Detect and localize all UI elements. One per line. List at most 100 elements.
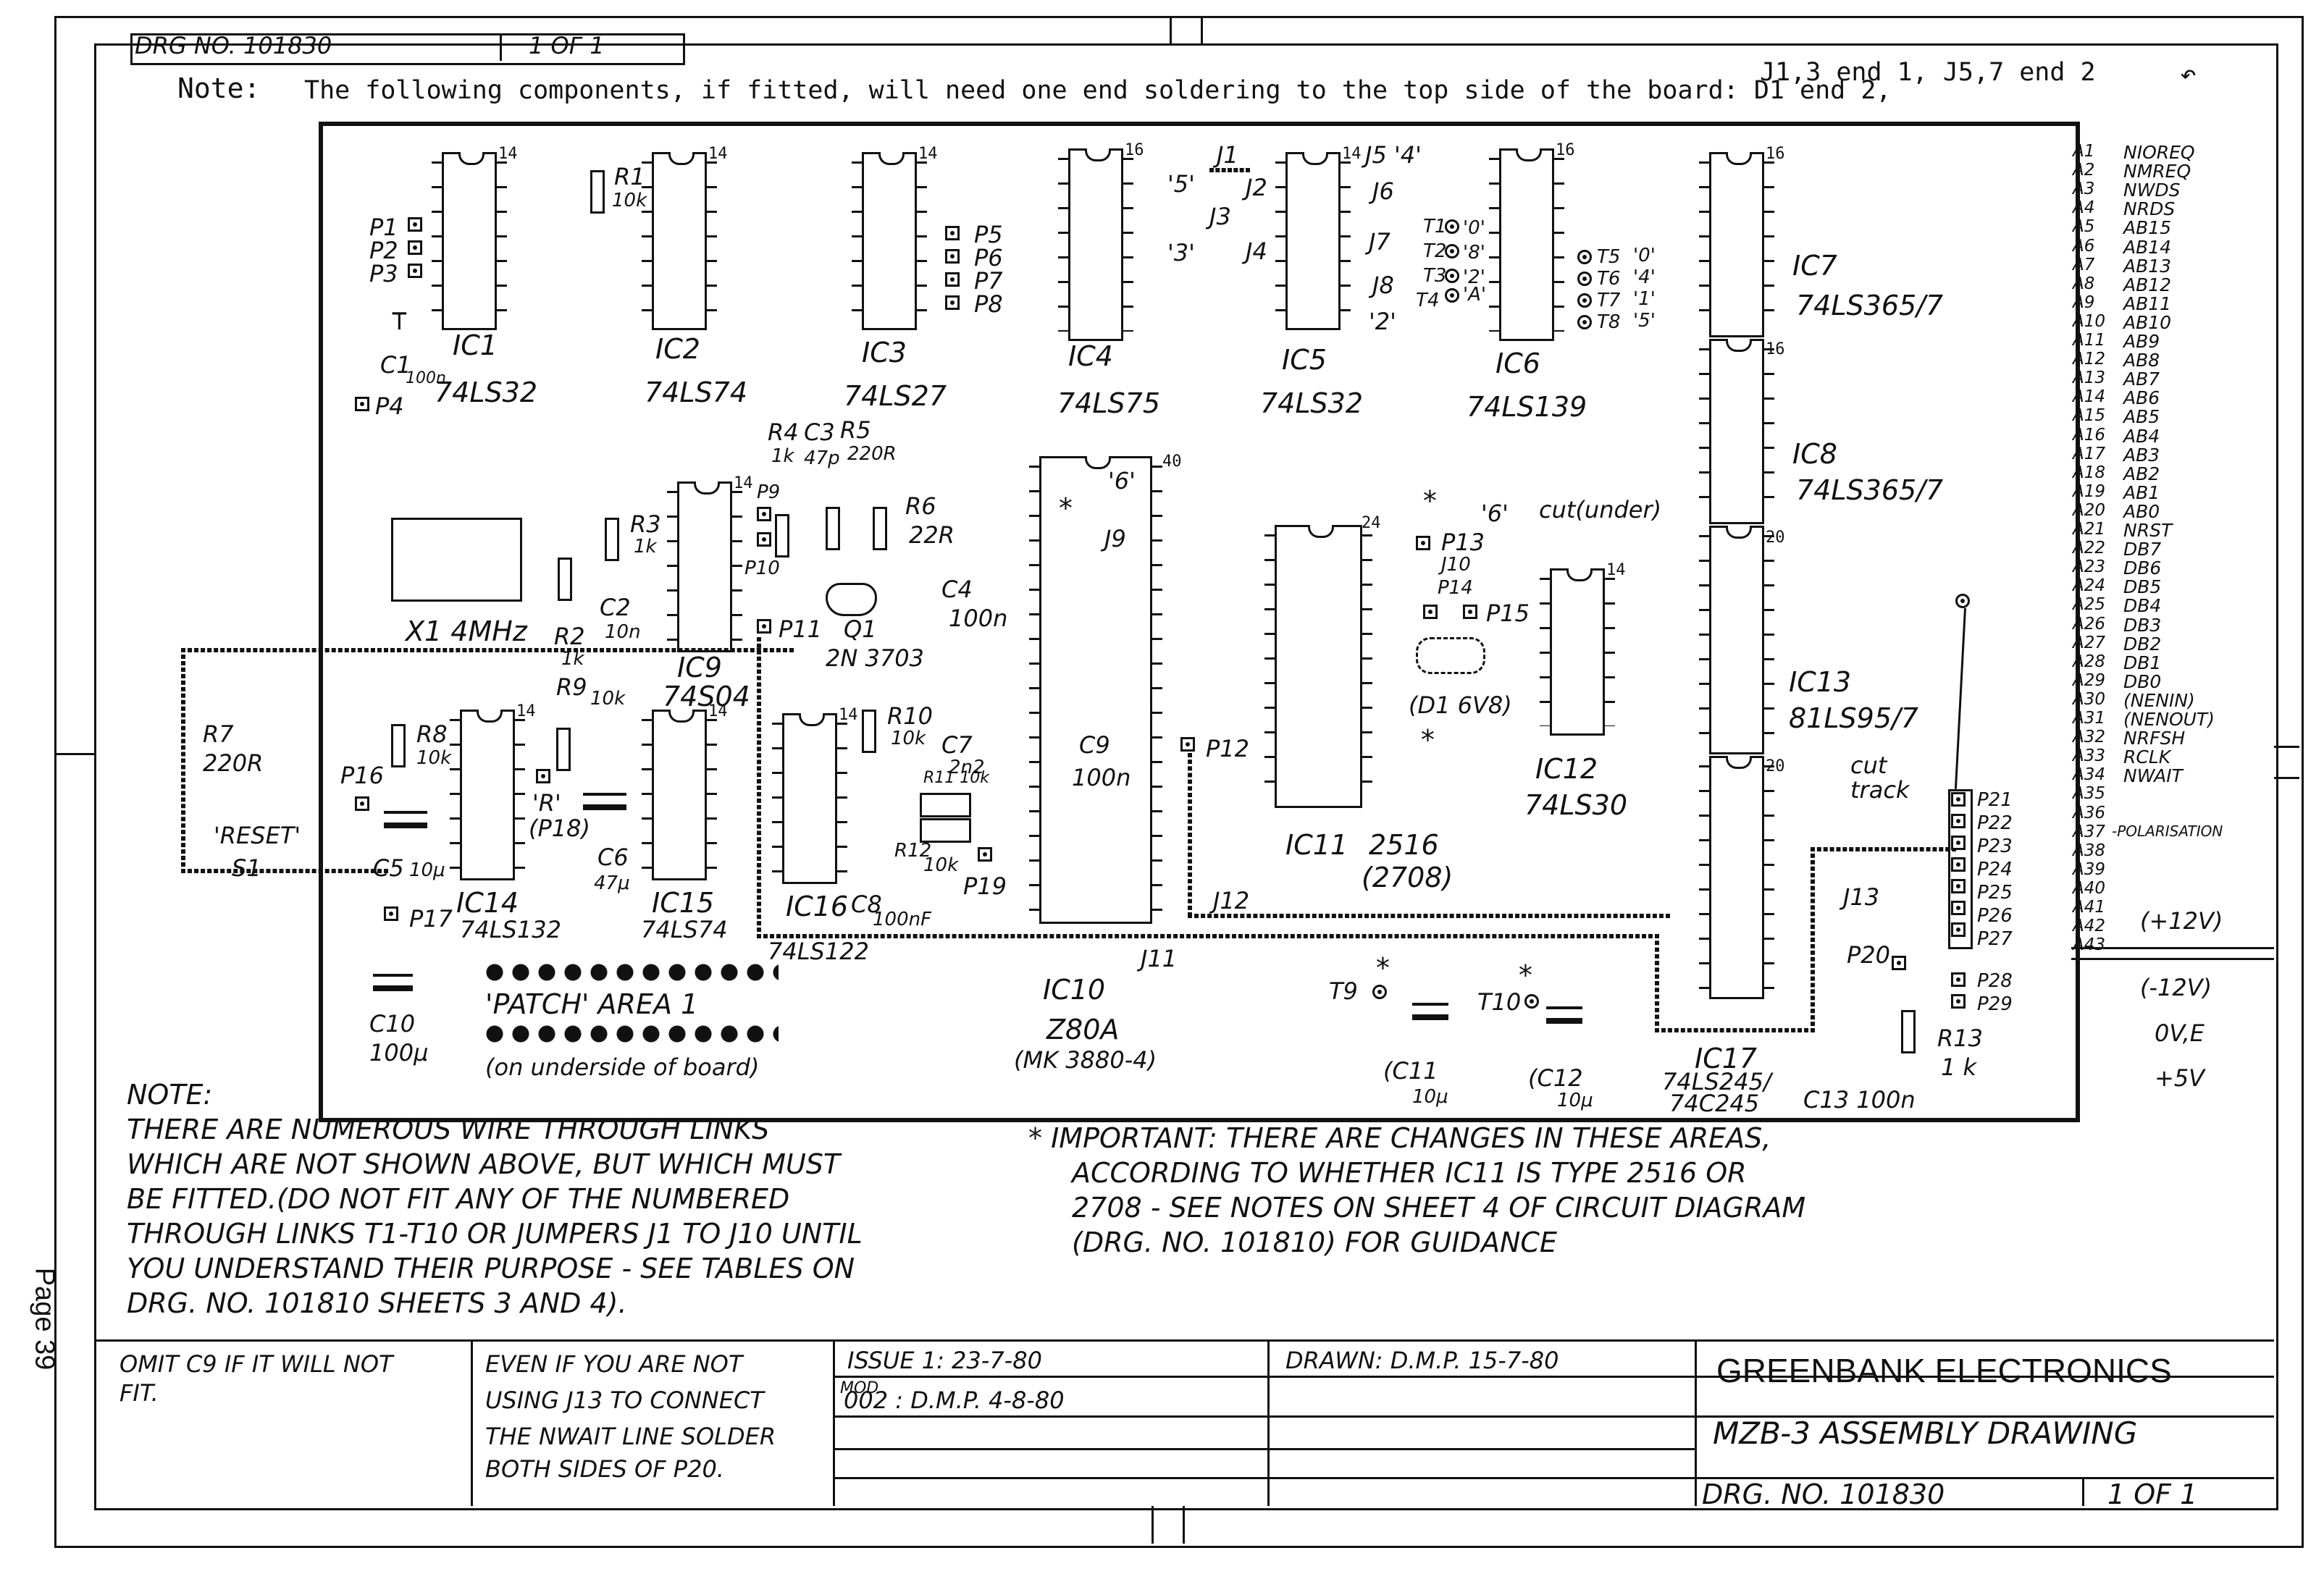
r9-value: 10k [590, 688, 626, 710]
tp-t8-val: '5' [1633, 310, 1656, 332]
q1-value: 2N 3703 [826, 644, 924, 672]
jumper-mark-6-ic10: '6' [1108, 467, 1136, 495]
top-note-prefix: Note: [177, 72, 261, 104]
ic5-pin-count: 14 [1342, 145, 1362, 163]
c7-value: 2n2 [949, 757, 985, 778]
pad-p5-label: P5 [974, 221, 1003, 248]
r2-resistor [558, 558, 572, 601]
edge-pin-id: A14 [2073, 387, 2106, 407]
edge-pin-signal: AB13 [2123, 255, 2172, 277]
r6-resistor [873, 507, 887, 550]
c13-label: C13 100n [1803, 1086, 1916, 1114]
r12-value: 10k [923, 854, 959, 876]
c6-capacitor [583, 793, 626, 810]
c11-value: 10μ [1412, 1086, 1448, 1108]
c10-value: 100μ [369, 1039, 429, 1066]
edge-pin-id: A32 [2073, 728, 2106, 747]
edge-pin-signal: DB7 [2123, 539, 2162, 560]
patch-area-row-1 [482, 959, 779, 985]
ic10-pin-count: 40 [1162, 453, 1182, 471]
c4-value: 100n [949, 605, 1008, 632]
edge-pin-id: A41 [2073, 898, 2106, 917]
edge-pin-id: A10 [2073, 311, 2106, 331]
edge-pin-id: A34 [2073, 765, 2106, 785]
edge-pin-signal: NRFSH [2123, 728, 2186, 749]
drawing-frame [54, 16, 2304, 1548]
important-asterisk-p13: * [1422, 485, 1438, 517]
r10-value: 10k [891, 728, 926, 749]
edge-pin-id: A13 [2073, 369, 2106, 388]
jumper-j4: J4 [1246, 237, 1267, 265]
note-line-4: THROUGH LINKS T1-T10 OR JUMPERS J1 TO J1… [127, 1218, 863, 1250]
q1-label: Q1 [844, 615, 877, 643]
ic13-pin-count: 20 [1766, 529, 1785, 547]
mod-label: MOD [840, 1379, 879, 1397]
ic9-ref: IC9 [677, 652, 722, 683]
pad-p9 [757, 507, 771, 521]
ic12-pin-count: 14 [1606, 561, 1626, 579]
important-asterisk-d1: * [1419, 724, 1436, 756]
title-block-row-2 [833, 1415, 2274, 1418]
pcb-board-outline [319, 122, 2080, 1122]
edge-pin-signal: NMREQ [2123, 161, 2191, 182]
ic15-type: 74LS74 [641, 916, 728, 943]
drawing-number-tab [130, 33, 685, 65]
pad-p7 [945, 272, 960, 287]
r1-resistor [590, 170, 605, 214]
pad-column-p21-p27 [1948, 789, 1973, 949]
ic11-ref: IC11 [1285, 829, 1348, 861]
edge-pin-id: A38 [2073, 841, 2106, 860]
ic1-ref: IC1 [453, 329, 498, 361]
r8-resistor [391, 724, 406, 767]
ic16-outline [772, 713, 847, 884]
ic17-type: 74LS245/ [1662, 1068, 1771, 1095]
pad-r-label: 'R' [532, 789, 561, 817]
note-heading: NOTE: [127, 1079, 213, 1111]
pad-p10-label: P10 [744, 558, 780, 579]
edge-pin-signal: AB1 [2123, 481, 2160, 503]
edge-pin-signal: AB0 [2123, 500, 2160, 522]
ic5-type: 74LS32 [1260, 387, 1363, 419]
edge-pin-signal: DB2 [2123, 633, 2162, 655]
tp-t2-val: '8' [1463, 242, 1485, 264]
r10-label: R10 [887, 702, 933, 730]
ic1-outline [432, 152, 507, 330]
important-asterisk-t10: * [1517, 959, 1534, 991]
j13-note-line-2: USING J13 TO CONNECT [485, 1387, 764, 1414]
edge-pin-id: A8 [2073, 274, 2095, 293]
ic17-ref: IC17 [1695, 1043, 1758, 1074]
jumper-j13: J13 [1843, 883, 1880, 911]
edge-pin-id: A22 [2073, 539, 2106, 558]
pad-p21-label: P21 [1977, 789, 2013, 811]
j13-dashed-up [1811, 847, 1815, 1032]
pad-p18-label: (P18) [529, 815, 590, 842]
c10-capacitor [373, 974, 413, 991]
r2-label: R2 [554, 623, 585, 650]
ic13-ref: IC13 [1789, 666, 1852, 698]
edge-pin-signal: AB15 [2123, 217, 2172, 239]
ic6-pin-count: 16 [1556, 141, 1575, 159]
company-name: GREENBANK ELECTRONICS [1716, 1352, 2172, 1389]
tp-t3: T3 [1423, 265, 1447, 287]
edge-pin-id: A15 [2073, 406, 2106, 426]
continuation-arrow-icon: ↶ [2180, 58, 2197, 90]
ic16-type: 74LS122 [768, 938, 869, 965]
cut-track-label: cut track [1850, 752, 1910, 804]
jumper-j2: J2 [1246, 174, 1267, 201]
tp-t4-ring [1445, 288, 1459, 303]
c12-value: 10μ [1557, 1090, 1593, 1111]
edge-pin-id: A16 [2073, 425, 2106, 445]
note-line-1: THERE ARE NUMEROUS WIRE THROUGH LINKS [127, 1114, 770, 1145]
c10-label: C10 [369, 1010, 416, 1038]
r3-resistor [605, 518, 619, 561]
ic6-outline [1489, 148, 1564, 341]
r8-label: R8 [416, 720, 448, 748]
tp-t5-ring [1577, 250, 1592, 264]
jumper-mark-3: '3' [1167, 239, 1195, 266]
tp-t7-val: '1' [1633, 288, 1656, 310]
edge-pin-id: A3 [2073, 180, 2095, 199]
edge-pin-id: A25 [2073, 595, 2106, 615]
tp-t5-val: '0' [1633, 245, 1656, 266]
pad-p19-label: P19 [963, 872, 1007, 900]
